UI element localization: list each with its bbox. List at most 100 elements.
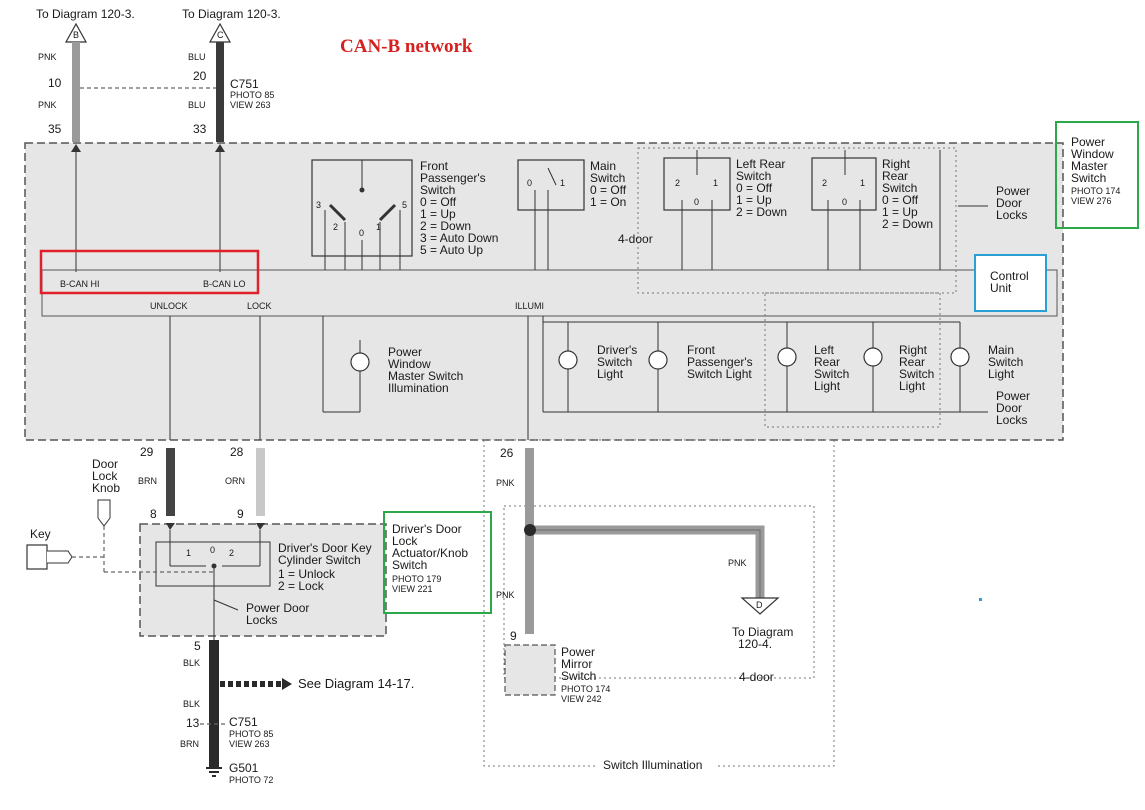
main-line-3: 1 = On [590,195,626,209]
mi-2: Master Switch [388,369,463,383]
lr-line-0: Left Rear [736,157,785,171]
pin-13: 13 [186,716,200,730]
arrow-orn-in [256,523,265,530]
master-illum-label: Power Window Master Switch Illumination [388,345,463,395]
lrl-0: Left [814,343,835,357]
pdl-top-2: Door [996,196,1022,210]
rr-p1: 1 [860,178,865,188]
orn-label: ORN [225,476,245,486]
fp-line-2: Switch [420,183,455,197]
msl-led [950,347,970,367]
pdl-mid-3: Locks [996,413,1027,427]
c751-top-view: VIEW 263 [230,100,271,110]
actuator-highlight [383,511,492,614]
dl-0: Driver's [597,343,637,357]
wire-blu-label-2: BLU [188,100,206,110]
ks-2: 1 = Unlock [278,567,336,581]
td4-1: 120-4. [738,637,772,651]
rrl-1: Rear [899,355,925,369]
pin-8: 8 [150,507,157,521]
fp-line-3: 0 = Off [420,195,457,209]
fp-p5: 5 [402,200,407,210]
top-mid-to-diagram: To Diagram 120-3. [182,7,281,21]
lrl-2: Switch [814,367,849,381]
rr-p0: 0 [842,197,847,207]
rr-line-5: 2 = Down [882,217,933,231]
fp-line-0: Front [420,159,449,173]
switch-illum-label-bg [598,756,716,772]
ks-3: 2 = Lock [278,579,325,593]
dl-2: Light [597,367,624,381]
control-unit-line1: Control [990,269,1029,283]
lr-p0: 0 [694,197,699,207]
pin-33: 33 [193,122,207,136]
fp-p3: 3 [316,200,321,210]
fp-p1: 1 [376,222,381,232]
bcan-hi-label: B-CAN HI [60,279,100,289]
c751-top-name: C751 [230,77,259,91]
pnk-label-1: PNK [496,478,515,488]
g501-1: PHOTO 72 [229,775,273,785]
act-1: Lock [392,534,418,548]
wire-blu-c [216,42,224,142]
blue-dot [979,598,982,601]
power-door-locks-mid-label: Power Door Locks [996,389,1030,427]
wire-blu-label-1: BLU [188,52,206,62]
key-label: Key [30,527,51,541]
front-passenger-switch-label: Front Passenger's Switch 0 = Off 1 = Up … [420,159,498,257]
mi-3: Illumination [388,381,449,395]
key-cylinder-module [139,523,387,637]
act-0: Driver's Door [392,522,462,536]
key-switch-box [155,541,271,587]
pin-28: 28 [230,445,244,459]
fpl-led [648,350,668,370]
main-switch-light: Main Switch Light [950,322,1023,412]
pin-20: 20 [193,69,207,83]
lrl-1: Rear [814,355,840,369]
fp-line-5: 2 = Down [420,219,471,233]
four-door-region-lights [764,292,941,428]
main-p1: 1 [560,178,565,188]
lr-p2: 2 [675,178,680,188]
lr-line-1: Switch [736,169,771,183]
wire-pnk-b [72,42,80,142]
mi-1: Window [388,357,431,371]
fp-line-7: 5 = Auto Up [420,243,483,257]
lr-line-2: 0 = Off [736,181,773,195]
ms-view: VIEW 276 [1071,196,1112,206]
switch-illumination-region [483,439,835,767]
dlk-0: Door [92,457,118,471]
lock-label: LOCK [247,301,272,311]
pin-9-mirror: 9 [510,629,517,643]
left-rear-switch-label: Left Rear Switch 0 = Off 1 = Up 2 = Down [736,157,787,219]
right-rear-switch-light: Right Rear Switch Light [863,322,934,412]
act-3: Switch [392,558,427,572]
master-switch-highlight [1055,121,1139,229]
act-5: VIEW 221 [392,584,433,594]
pnk-label-2: PNK [728,558,747,568]
pdl-pointer [213,599,239,611]
dlk-2: Knob [92,481,120,495]
fpl-0: Front [687,343,716,357]
driver-light-led [558,350,578,370]
kpdl-1: Locks [246,613,277,627]
pm-2: Switch [561,669,596,683]
door-lock-knob-label: Door Lock Knob [92,457,120,495]
ks-0: Driver's Door Key [278,541,372,555]
wire-pnk-label-1: PNK [38,52,57,62]
switch-illumination-label: Switch Illumination [603,758,702,772]
key-blade-icon [47,550,73,564]
power-door-locks-top-label: Power Door Locks [996,184,1030,222]
pdl-top-1: Power [996,184,1030,198]
fpl-2: Switch Light [687,367,752,381]
dlk-1: Lock [92,469,118,483]
pm-1: Mirror [561,657,592,671]
wire-pnk-label-2: PNK [38,100,57,110]
main-line-1: Switch [590,171,625,185]
pin-9: 9 [237,507,244,521]
key-icon [26,544,48,570]
power-mirror-switch-box [504,644,556,696]
main-line-0: Main [590,159,616,173]
g501-0: G501 [229,761,259,775]
